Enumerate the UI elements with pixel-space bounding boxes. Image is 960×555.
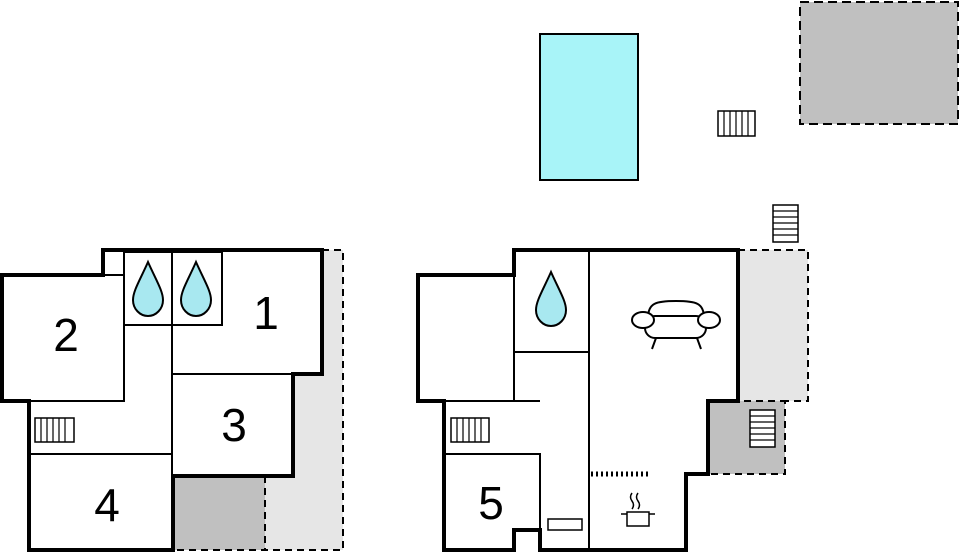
radiator-icon [34,417,75,443]
room-number-1: 1 [253,287,279,339]
room-number-5: 5 [478,477,504,529]
water-drop-icon [534,269,568,328]
water-drop-icon [131,259,165,318]
stairs-icon [772,204,799,243]
terrace-light-right [738,250,808,401]
left-floor: 1 2 3 4 [0,248,344,552]
sofa-icon [631,299,721,350]
right-floor: 5 [416,248,809,552]
room-number-4: 4 [94,479,120,531]
stairs-icon [717,110,756,137]
parking-area [799,1,959,125]
entrance-door [547,518,583,531]
room-number-2: 2 [53,309,79,361]
pool [539,33,639,181]
radiator-icon [450,417,490,443]
terrace-dark-left [173,476,265,550]
stairs-icon [749,409,776,448]
room-number-3: 3 [221,399,247,451]
cooking-pot-icon [621,492,655,527]
water-drop-icon [179,259,213,318]
